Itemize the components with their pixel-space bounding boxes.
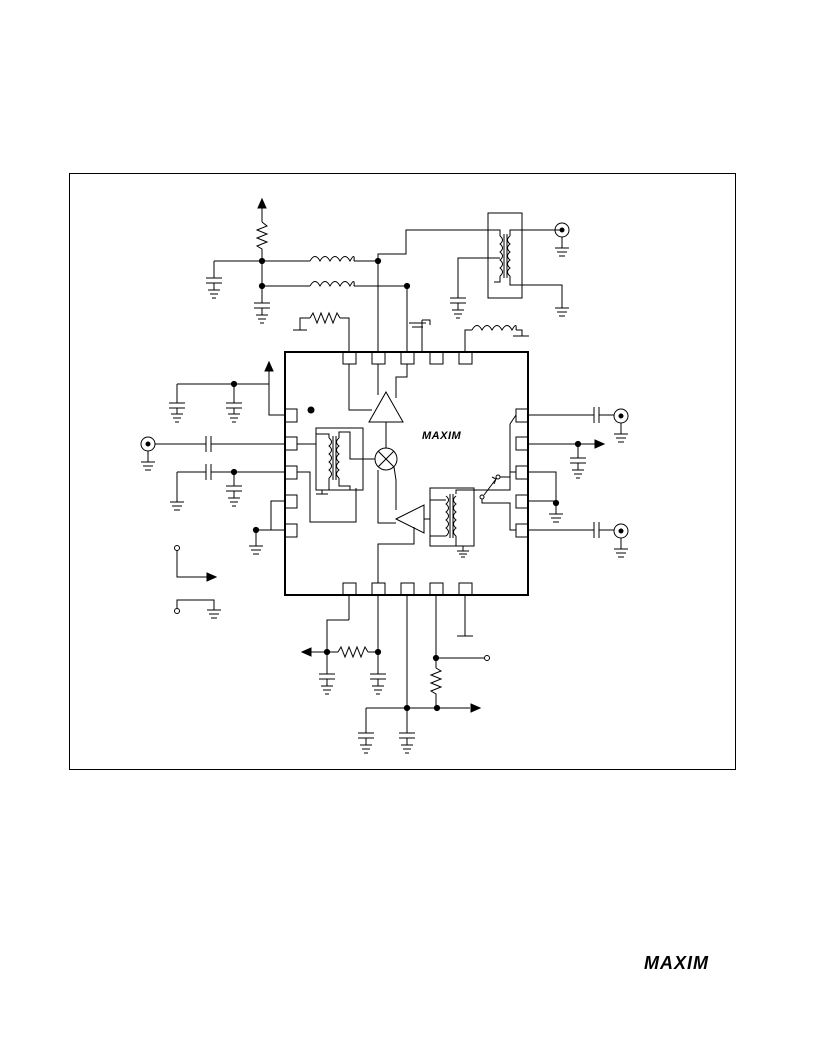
coaxial-connector-icon (613, 408, 629, 443)
coaxial-connector-icon (613, 523, 629, 558)
resistor-icon (429, 667, 443, 708)
ground-legend-icon (174, 599, 221, 619)
ic-right-pins (515, 408, 529, 538)
capacitor-icon (319, 652, 335, 695)
capacitor-icon (570, 444, 586, 479)
arrow-icon (470, 703, 482, 713)
ground-icon (457, 550, 469, 558)
inductor-icon (309, 256, 355, 263)
capacitor-icon (254, 286, 270, 324)
schematic-frame (69, 173, 736, 770)
resistor-icon (337, 645, 369, 659)
ground-icon (555, 307, 569, 317)
internal-wiring (297, 364, 430, 583)
mixer-icon (374, 447, 398, 471)
maxim-logo: MAXIM (644, 953, 709, 973)
lna-amplifier-icon (368, 390, 404, 423)
capacitor-icon (370, 652, 386, 695)
pin1-marker (307, 406, 315, 414)
resistor-icon (255, 221, 269, 261)
inductor-icon (309, 281, 355, 288)
switch-legend-icon (174, 545, 218, 582)
chip-logo: MAXIM (422, 430, 462, 442)
arrow-icon (594, 439, 606, 449)
ground-icon (249, 545, 263, 555)
capacitor-icon (205, 436, 212, 452)
capacitor-icon (205, 464, 212, 480)
capacitor-icon (593, 522, 600, 538)
output-transformer-icon (457, 212, 563, 308)
switch-icon (468, 414, 517, 531)
inductor-icon (471, 325, 517, 332)
coaxial-connector-icon (140, 436, 156, 471)
ground-icon (549, 513, 563, 523)
capacitor-icon (358, 708, 374, 754)
coaxial-connector-icon (554, 222, 570, 257)
vcc-arrow-icon (264, 360, 285, 416)
lo-balun-transformer-icon (315, 427, 364, 491)
ic-left-pins (284, 408, 298, 538)
capacitor-icon (226, 384, 242, 423)
arrow-icon (300, 647, 312, 657)
ic-package (284, 351, 529, 596)
capacitor-icon (450, 297, 466, 319)
capacitor-icon (169, 384, 185, 423)
ic-bottom-pins (342, 582, 473, 596)
resistor-icon (309, 311, 341, 325)
ground-icon (409, 319, 431, 328)
ground-icon (170, 501, 184, 511)
ground-icon (316, 490, 328, 495)
vcc-arrow-icon (257, 197, 267, 222)
if-amplifier-icon (394, 504, 425, 534)
ic-top-pins (342, 351, 473, 365)
capacitor-icon (226, 472, 242, 507)
if-balun-transformer-icon (429, 487, 475, 551)
capacitor-icon (206, 261, 222, 299)
capacitor-icon (399, 708, 415, 754)
capacitor-icon (593, 407, 600, 423)
